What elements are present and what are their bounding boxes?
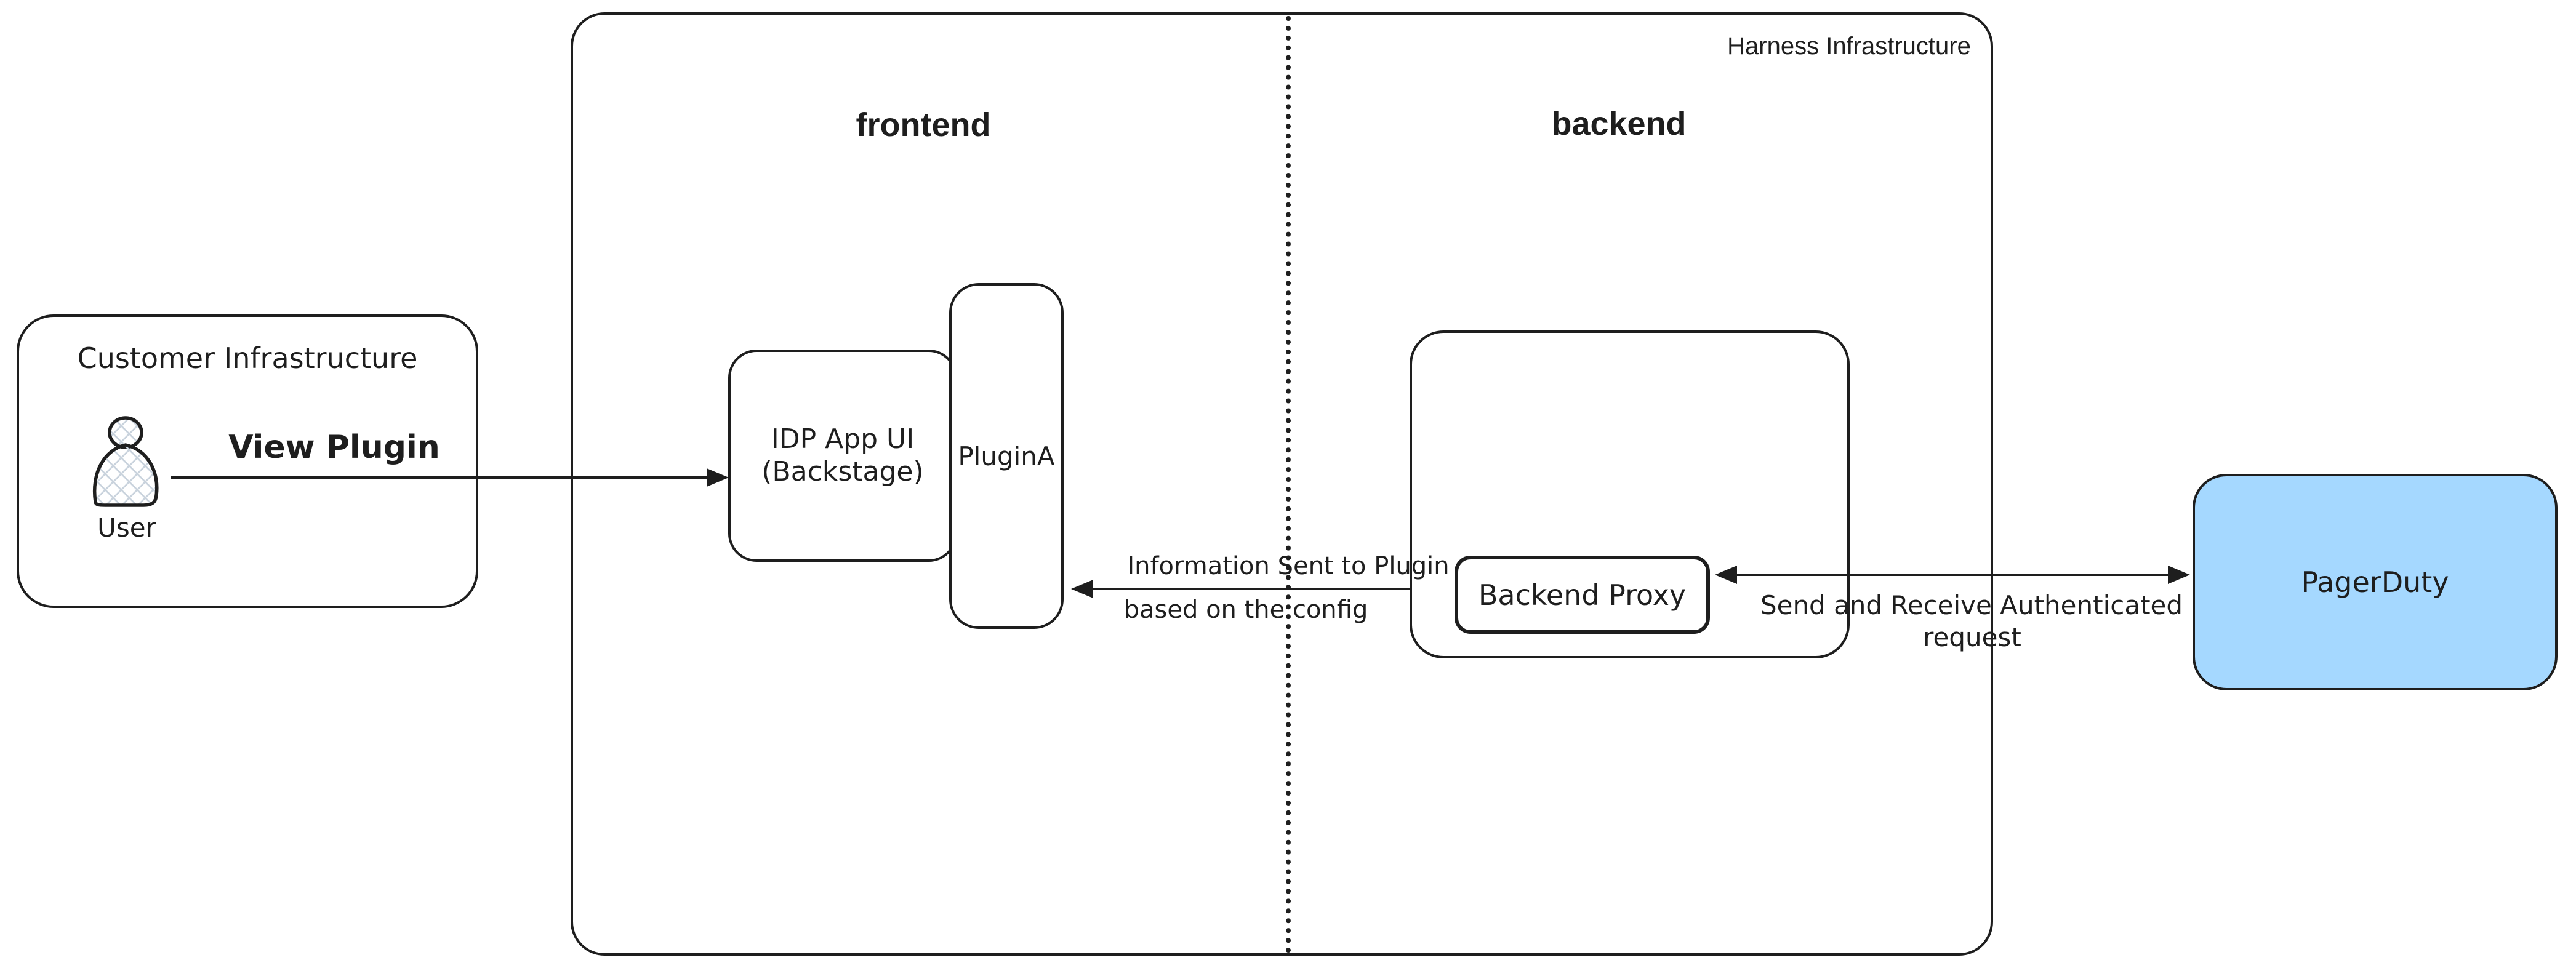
pagerduty-label: PagerDuty <box>2301 566 2449 599</box>
user-icon-body <box>93 443 159 507</box>
info-sent-arrowhead <box>1071 580 1093 598</box>
backend-proxy-label: Backend Proxy <box>1478 578 1687 612</box>
view-plugin-arrow-label: View Plugin <box>228 429 440 466</box>
harness-infrastructure-label: Harness Infrastructure <box>1727 33 1971 60</box>
info-sent-arrow-label-line1: Information Sent to Plugin <box>1127 552 1450 580</box>
plugin-a-label: PluginA <box>958 441 1055 471</box>
customer-infrastructure-label: Customer Infrastructure <box>77 342 418 375</box>
send-receive-arrowhead-left <box>1715 566 1737 584</box>
send-receive-arrow-label-line1: Send and Receive Authenticated <box>1760 590 2183 620</box>
backend-proxy-box: Backend Proxy <box>1455 556 1710 634</box>
view-plugin-arrow <box>171 476 709 479</box>
info-sent-arrow <box>1091 588 1410 590</box>
plugin-a-box: PluginA <box>949 283 1064 629</box>
backend-section-label: backend <box>1551 105 1687 142</box>
view-plugin-arrowhead <box>707 468 729 487</box>
user-label: User <box>97 513 156 543</box>
idp-app-ui-label-line1: IDP App UI <box>771 423 915 455</box>
pagerduty-box: PagerDuty <box>2193 474 2558 690</box>
info-sent-arrow-label-line2: based on the config <box>1123 596 1368 624</box>
user-icon-head <box>108 416 143 449</box>
frontend-backend-divider <box>1286 16 1291 953</box>
send-receive-arrow-label-line2: request <box>1923 622 2021 652</box>
idp-app-ui-label-line2: (Backstage) <box>761 455 924 487</box>
user-icon <box>93 416 159 507</box>
send-receive-arrow <box>1735 574 2172 576</box>
customer-infrastructure-box <box>17 314 478 608</box>
send-receive-arrowhead-right <box>2168 566 2190 584</box>
frontend-section-label: frontend <box>856 106 991 143</box>
harness-infrastructure-box <box>571 12 1993 956</box>
idp-app-ui-box: IDP App UI (Backstage) <box>728 350 957 562</box>
